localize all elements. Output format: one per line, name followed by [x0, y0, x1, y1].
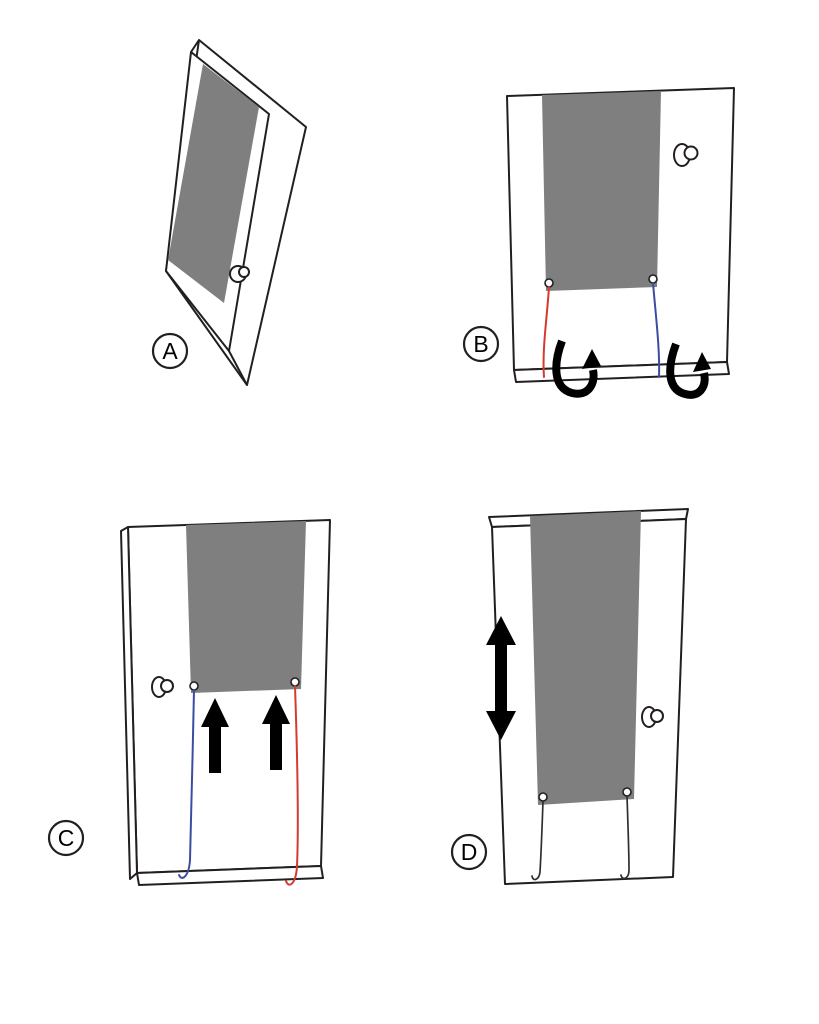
cord-b-left-red: [542, 286, 550, 378]
panel-b: B: [462, 87, 735, 399]
grommet-b-right: [648, 274, 658, 284]
panel-a: A: [151, 39, 307, 386]
door-a-top-corner-edge: [190, 39, 200, 53]
panel-c-badge: [47, 819, 85, 857]
flap-d: [530, 511, 641, 805]
doorknob-b-knob-icon: [683, 145, 699, 161]
doorknob-a-knob-icon: [238, 266, 250, 278]
panel-d-label: D: [461, 839, 478, 865]
cord-d-left: [531, 800, 544, 881]
double-arrow-d-icon: [486, 616, 516, 740]
cord-d-right: [620, 795, 630, 880]
curl-arrow-b-left-icon: [552, 339, 598, 398]
curl-arrow-b-right-head-icon: [693, 352, 711, 372]
grommet-d-left: [538, 792, 548, 802]
flap-a: [168, 64, 259, 303]
panel-b-label: B: [473, 331, 488, 357]
panel-c: C: [47, 519, 331, 886]
doorknob-c-knob-icon: [160, 679, 174, 693]
grommet-d-right: [622, 787, 632, 797]
doorknob-d-knob-icon: [650, 709, 664, 723]
panel-b-badge: [462, 325, 500, 363]
flap-b: [542, 91, 661, 291]
curl-arrow-b-right-icon: [666, 342, 709, 399]
up-arrow-c-left-icon: [201, 698, 229, 773]
door-a-bottom-corner-edge: [228, 350, 248, 386]
panel-d: D: [450, 508, 689, 885]
flap-c: [186, 521, 306, 693]
curl-arrow-b-left-head-icon: [582, 349, 601, 369]
door-c-bottom-edge: [136, 865, 324, 886]
panel-a-label: A: [162, 338, 178, 364]
door-b-bottom-edge: [513, 361, 730, 383]
grommet-c-left: [189, 681, 199, 691]
up-arrow-c-right-icon: [262, 695, 290, 770]
cord-c-right-red: [285, 685, 299, 886]
cord-c-left-blue: [178, 689, 195, 879]
grommet-c-right: [290, 677, 300, 687]
panel-c-label: C: [58, 825, 75, 851]
cord-b-right-blue: [652, 282, 661, 378]
grommet-b-left: [544, 278, 554, 288]
panel-a-badge: [151, 332, 189, 370]
panel-d-badge: [450, 833, 488, 871]
